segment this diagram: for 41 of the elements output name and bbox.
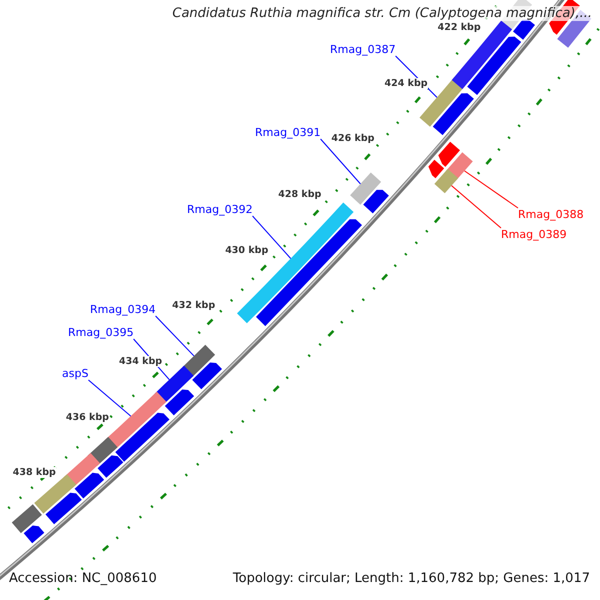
- gene-label: Rmag_0387: [330, 43, 396, 56]
- cds-block: [24, 526, 44, 544]
- cds-block: [115, 412, 170, 462]
- leader-line: [155, 316, 194, 356]
- gene-bar: [182, 344, 216, 377]
- scale-label: 426 kbp: [331, 133, 374, 144]
- gene-label: Rmag_0391: [255, 126, 321, 139]
- leader-line: [451, 185, 502, 228]
- cds-block: [164, 390, 194, 416]
- scale-label: 432 kbp: [172, 300, 216, 312]
- gene-label: aspS: [62, 367, 88, 380]
- gene-label: Rmag_0394: [90, 303, 156, 316]
- gene-label: Rmag_0389: [501, 228, 567, 241]
- gene-bar: [350, 172, 382, 205]
- cds-block: [363, 190, 389, 214]
- cds-block: [46, 492, 82, 524]
- leader-line: [320, 138, 361, 184]
- gene-label: Rmag_0395: [68, 326, 134, 339]
- scale-label: 430 kbp: [225, 244, 268, 256]
- accession-text: Accession: NC_008610: [9, 571, 157, 586]
- cds-block: [432, 93, 474, 136]
- cds-block: [74, 472, 104, 498]
- cds-block: [192, 362, 222, 390]
- genome-info-text: Topology: circular; Length: 1,160,782 bp; Genes: 1,017: [232, 571, 590, 586]
- scale-label: 436 kbp: [66, 412, 109, 423]
- gene-label: Rmag_0392: [187, 203, 253, 216]
- title-text: Candidatus Ruthia magnifica str. Cm (Calyptogena magnifica),...: [172, 6, 592, 21]
- cds-block: [98, 455, 124, 478]
- scale-label: 434 kbp: [119, 356, 162, 367]
- scale-label: 424 kbp: [384, 78, 428, 88]
- cds-block: [438, 142, 460, 167]
- scale-label: 438 kbp: [12, 467, 56, 478]
- scale-label: 428 kbp: [278, 188, 322, 200]
- gene-bar: [12, 504, 42, 534]
- scale-label: 422 kbp: [438, 22, 481, 33]
- gene-bar: [434, 168, 458, 194]
- leader-line: [464, 170, 518, 208]
- gene-label: Rmag_0388: [518, 208, 584, 221]
- gene-bar: [154, 366, 194, 404]
- leader-line: [88, 380, 132, 417]
- cds-block: [467, 36, 522, 95]
